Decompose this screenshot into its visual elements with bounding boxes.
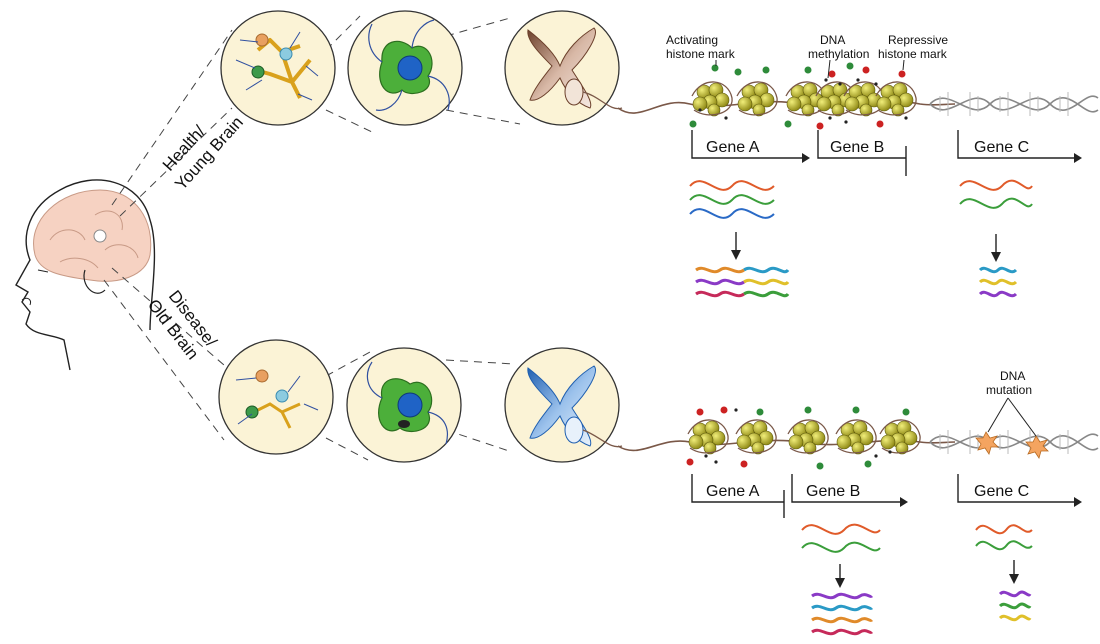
mrna-gene-c-bottom — [975, 524, 1033, 584]
gene-c-top: Gene C — [957, 130, 1082, 163]
svg-text:Gene C: Gene C — [974, 483, 1029, 500]
single-cell-circle-top — [347, 10, 463, 126]
gene-b-bottom: Gene B — [791, 474, 908, 507]
svg-text:Gene C: Gene C — [974, 139, 1029, 156]
histone-marks-bottom — [686, 406, 910, 470]
gene-a-top: Gene A — [691, 130, 810, 163]
head-profile — [15, 179, 156, 371]
svg-text:DNA: DNA — [1000, 369, 1025, 383]
neuron-network-circle-top — [220, 10, 336, 126]
svg-text:Gene A: Gene A — [706, 483, 760, 500]
mutation-star-icon — [975, 431, 999, 455]
activating-mark-label: Activating histone mark — [666, 33, 736, 66]
mrna-gene-c-top — [959, 179, 1033, 262]
dna-helix-bottom — [929, 430, 1099, 459]
ear-shape — [83, 269, 106, 294]
protein-gene-c-top — [978, 266, 1018, 298]
chromosome-circle-top — [504, 10, 623, 126]
chromosome-circle-bottom — [504, 347, 623, 463]
svg-text:Activating: Activating — [666, 33, 718, 47]
chromatin-strand-top — [617, 81, 956, 117]
histone-marks-top — [689, 62, 908, 130]
dna-methylation-label: DNA methylation — [808, 33, 869, 79]
dna-helix-top — [929, 92, 1099, 116]
svg-text:mutation: mutation — [986, 383, 1032, 397]
single-cell-circle-bottom — [346, 347, 462, 463]
protein-gene-b-bottom — [811, 592, 874, 636]
dna-mutation-label: DNA mutation — [986, 369, 1037, 437]
svg-text:DNA: DNA — [820, 33, 845, 47]
repressive-mark-label: Repressive histone mark — [878, 33, 948, 71]
svg-text:methylation: methylation — [808, 47, 869, 61]
svg-text:Gene B: Gene B — [806, 483, 860, 500]
svg-text:Gene A: Gene A — [706, 139, 760, 156]
zoom-lines — [103, 15, 521, 461]
mrna-gene-a-top — [689, 180, 775, 260]
brain-shape — [33, 189, 152, 282]
gene-a-bottom: Gene A — [691, 474, 785, 518]
svg-text:histone mark: histone mark — [666, 47, 736, 61]
brain-focus-circle — [93, 229, 107, 243]
svg-text:Repressive: Repressive — [888, 33, 948, 47]
gene-b-top: Gene B — [817, 130, 907, 176]
gene-c-bottom: Gene C — [957, 474, 1082, 507]
chromatin-strand-bottom — [617, 419, 956, 455]
health-label: Health/ Young Brain — [159, 113, 247, 194]
svg-text:histone mark: histone mark — [878, 47, 948, 61]
neuron-network-circle-bottom — [218, 339, 334, 455]
protein-gene-a-top — [695, 266, 790, 298]
svg-text:Gene B: Gene B — [830, 139, 884, 156]
mutation-star-icon — [1025, 435, 1049, 459]
protein-gene-c-bottom — [998, 590, 1032, 622]
mrna-gene-b-bottom — [801, 523, 881, 588]
